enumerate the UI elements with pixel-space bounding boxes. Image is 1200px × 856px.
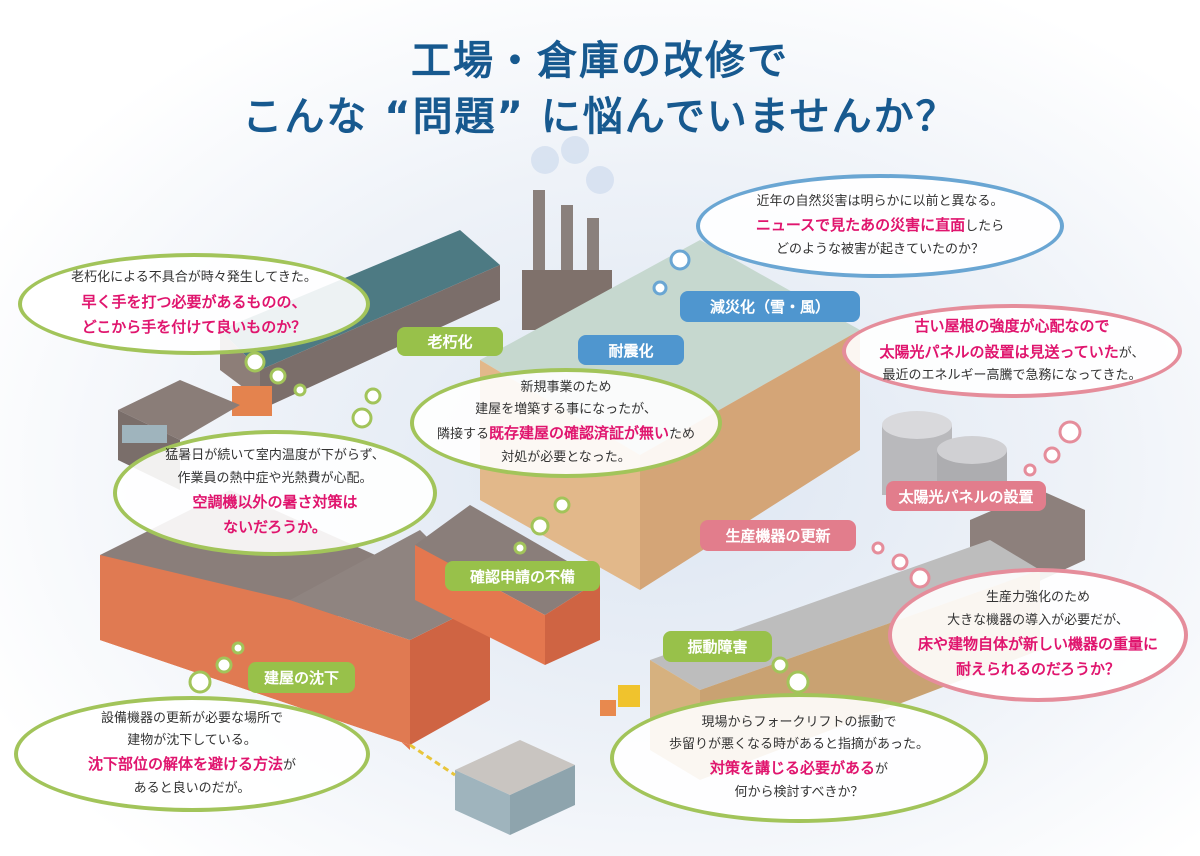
issue-tag: 確認申請の不備 — [445, 561, 600, 591]
bubble-line: 耐えられるのだろうか？ — [956, 657, 1120, 683]
speech-bubble-vibration: 現場からフォークリフトの振動で歩留りが悪くなる時があると指摘があった。対策を講じ… — [610, 693, 988, 823]
bubble-line: 早く手を打つ必要があるものの、 — [81, 290, 306, 316]
bubble-text: ため — [669, 427, 696, 443]
highlighted-text: ニュースで見たあの災害に直面 — [755, 216, 966, 235]
forklift — [600, 685, 640, 716]
speech-bubble-heat: 猛暑日が続いて室内温度が下がらず、作業員の熱中症や光熱費が心配。空調機以外の暑さ… — [113, 430, 437, 556]
bubble-text: 何から検討すべきか？ — [734, 784, 864, 800]
bubble-text: 最近のエネルギー高騰で急務になってきた。 — [882, 368, 1142, 384]
highlighted-text: 古い屋根の強度が心配なので — [914, 317, 1110, 336]
bubble-line: 最近のエネルギー高騰で急務になってきた。 — [883, 365, 1142, 387]
bubble-text: 建物が沈下している。 — [127, 733, 257, 749]
bubble-line: 対策を講じる必要があるが — [710, 756, 888, 782]
bubble-text: 現場からフォークリフトの振動で — [701, 715, 897, 731]
bubble-line: ニュースで見たあの災害に直面したら — [756, 213, 1004, 239]
bubble-text: 新規事業のため — [520, 380, 612, 396]
bubble-line: 空調機以外の暑さ対策は — [192, 490, 357, 516]
issue-tag: 生産機器の更新 — [700, 520, 856, 551]
bubble-line: 床や建物自体が新しい機器の重量に — [918, 632, 1158, 658]
bubble-text: 対処が必要となった。 — [501, 449, 631, 465]
bubble-text: 老朽化による不具合が時々発生してきた。 — [71, 270, 317, 286]
bubble-line: 作業員の熱中症や光熱費が心配。 — [177, 468, 372, 490]
bubble-line: 歩留りが悪くなる時があると指摘があった。 — [669, 734, 929, 756]
speech-bubble-equipment: 生産力強化のため大きな機器の導入が必要だが、床や建物自体が新しい機器の重量に耐え… — [888, 568, 1188, 702]
speech-bubble-solar: 古い屋根の強度が心配なので太陽光パネルの設置は見送っていたが、最近のエネルギー高… — [842, 304, 1182, 398]
highlighted-text: 耐えられるのだろうか？ — [955, 660, 1121, 679]
issue-tag: 太陽光パネルの設置 — [886, 481, 1046, 511]
issue-tag: 減災化（雪・風） — [680, 291, 860, 322]
bubble-line: 対処が必要となった。 — [501, 447, 631, 469]
bubble-line: 建屋を増築する事になったが、 — [475, 399, 657, 421]
bubble-line: 現場からフォークリフトの振動で — [701, 712, 896, 734]
speech-bubble-aging: 老朽化による不具合が時々発生してきた。早く手を打つ必要があるものの、どこから手を… — [18, 253, 370, 355]
thought-dots — [188, 249, 1082, 694]
bubble-line: 生産力強化のため — [986, 587, 1090, 609]
bubble-text: が — [283, 758, 297, 774]
issue-tag: 振動障害 — [663, 631, 772, 662]
bubble-line: 猛暑日が続いて室内温度が下がらず、 — [165, 445, 384, 467]
bubble-line: 建物が沈下している。 — [127, 730, 257, 752]
bubble-text: どのような被害が起きていたのか？ — [775, 241, 984, 257]
bubble-line: ないだろうか。 — [223, 515, 327, 541]
highlighted-text: どこから手を付けて良いものか？ — [81, 318, 307, 337]
highlighted-text: 太陽光パネルの設置は見送っていた — [879, 342, 1119, 361]
bubble-line: 沈下部位の解体を避ける方法が — [88, 752, 296, 778]
highlighted-text: 空調機以外の暑さ対策は — [192, 492, 358, 511]
bubble-line: 隣接する既存建屋の確認済証が無いため — [437, 421, 695, 447]
bubble-line: 老朽化による不具合が時々発生してきた。 — [71, 267, 317, 289]
bubble-line: あると良いのだが。 — [134, 778, 251, 800]
issue-tag: 耐震化 — [578, 335, 684, 365]
bubble-line: 設備機器の更新が必要な場所で — [101, 708, 283, 730]
highlighted-text: 既存建屋の確認済証が無い — [488, 424, 669, 443]
page-title-line-1: 工場・倉庫の改修で — [411, 38, 789, 84]
highlighted-text: 早く手を打つ必要があるものの、 — [81, 292, 307, 311]
bubble-line: 近年の自然災害は明らかに以前と異なる。 — [756, 191, 1003, 213]
bubble-line: 古い屋根の強度が心配なので — [914, 314, 1109, 340]
highlighted-text: 対策を講じる必要がある — [709, 759, 875, 778]
bubble-text: 隣接する — [436, 427, 489, 443]
bubble-text: 作業員の熱中症や光熱費が心配。 — [177, 470, 373, 486]
issue-tag: 老朽化 — [397, 327, 503, 356]
bubble-text: 大きな機器の導入が必要だが、 — [947, 612, 1129, 628]
speech-bubble-extension: 新規事業のため建屋を増築する事になったが、隣接する既存建屋の確認済証が無いため対… — [410, 368, 722, 478]
bubble-line: どのような被害が起きていたのか？ — [776, 239, 984, 261]
highlighted-text: 床や建物自体が新しい機器の重量に — [917, 634, 1158, 653]
bubble-text: 近年の自然災害は明らかに以前と異なる。 — [756, 194, 1004, 210]
speech-bubble-subsidence: 設備機器の更新が必要な場所で建物が沈下している。沈下部位の解体を避ける方法がある… — [14, 696, 370, 812]
issue-tag: 建屋の沈下 — [248, 662, 355, 693]
page-title-line-2: こんな “問題” に悩んでいませんか？ — [242, 94, 958, 140]
bubble-text: あると良いのだが。 — [133, 780, 251, 796]
bubble-text: したら — [965, 219, 1005, 235]
bubble-line: 大きな機器の導入が必要だが、 — [947, 610, 1129, 632]
bubble-text: が — [875, 762, 889, 778]
glass-building — [409, 740, 575, 835]
bubble-line: 新規事業のため — [520, 377, 611, 399]
bubble-text: 生産力強化のため — [985, 590, 1090, 606]
bubble-line: 太陽光パネルの設置は見送っていたが、 — [879, 340, 1144, 366]
bubble-text: 猛暑日が続いて室内温度が下がらず、 — [165, 448, 385, 464]
speech-bubble-disaster: 近年の自然災害は明らかに以前と異なる。ニュースで見たあの災害に直面したらどのよう… — [696, 174, 1064, 278]
smokestacks — [522, 136, 614, 330]
bubble-text: 歩留りが悪くなる時があると指摘があった。 — [668, 737, 929, 753]
highlighted-text: ないだろうか。 — [223, 518, 327, 537]
bubble-line: どこから手を付けて良いものか？ — [82, 315, 307, 341]
highlighted-text: 沈下部位の解体を避ける方法 — [87, 755, 283, 774]
bubble-text: 建屋を増築する事になったが、 — [475, 402, 657, 418]
bubble-text: 設備機器の更新が必要な場所で — [100, 711, 283, 727]
bubble-line: 何から検討すべきか？ — [734, 782, 863, 804]
bubble-text: が、 — [1118, 345, 1145, 361]
